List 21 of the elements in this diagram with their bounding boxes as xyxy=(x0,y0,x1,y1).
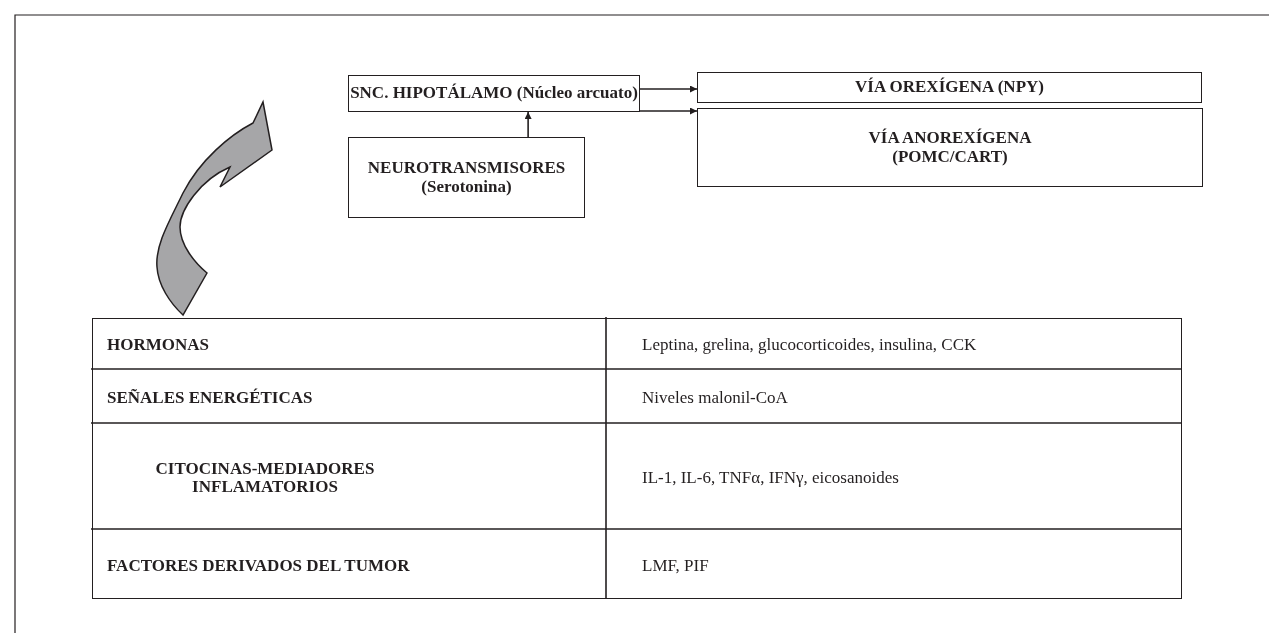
box-label: VÍA OREXÍGENA (NPY) xyxy=(855,78,1044,97)
table-row-heading: HORMONAS xyxy=(106,334,210,357)
arrow xyxy=(639,107,698,115)
arrow xyxy=(639,85,698,93)
table-row-heading: CITOCINAS-MEDIADORES INFLAMATORIOS xyxy=(154,458,376,498)
process-box xyxy=(697,108,1203,187)
table-cell-text: LMF, PIF xyxy=(641,554,710,577)
arrow xyxy=(524,111,532,138)
table-cell-text: IL-1, IL-6, TNFα, IFNγ, eicosanoides xyxy=(641,467,900,490)
table-frame xyxy=(92,318,1182,599)
table-row-heading: SEÑALES ENERGÉTICAS xyxy=(106,387,314,410)
box-label: VÍA ANOREXÍGENA (POMC/CART) xyxy=(867,128,1033,167)
process-box xyxy=(697,72,1202,103)
process-box xyxy=(348,137,585,218)
process-box xyxy=(348,75,640,112)
box-label: SNC. HIPOTÁLAMO (Núcleo arcuato) xyxy=(350,84,638,103)
box-label: NEUROTRANSMISORES (Serotonina) xyxy=(366,158,567,197)
table-row-heading: FACTORES DERIVADOS DEL TUMOR xyxy=(106,554,411,577)
table-cell-text: Leptina, grelina, glucocorticoides, insulina, CCK xyxy=(641,334,978,357)
curved-block-arrow xyxy=(156,101,273,316)
table-cell-text: Niveles malonil-CoA xyxy=(641,387,789,410)
